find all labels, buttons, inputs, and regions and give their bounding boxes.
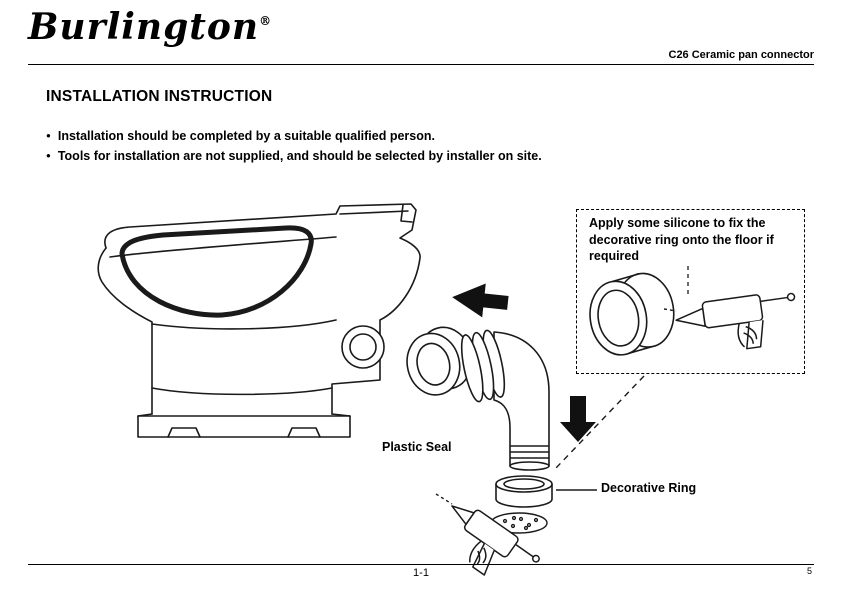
page-title: INSTALLATION INSTRUCTION <box>46 88 273 105</box>
header-rule <box>28 64 814 65</box>
silicone-gun-illustration <box>675 292 796 350</box>
note-item: ● Tools for installation are not supplie… <box>46 146 542 166</box>
bullet-icon: ● <box>46 151 51 160</box>
bullet-icon: ● <box>46 131 51 140</box>
silicone-bead-dashes-floor <box>435 493 453 505</box>
brand-logo: Burlington® <box>28 6 272 48</box>
toilet-pan-illustration <box>97 203 421 438</box>
plastic-seal-illustration <box>406 326 473 396</box>
arrow-left-icon <box>452 283 509 318</box>
plastic-seal-label: Plastic Seal <box>382 440 452 454</box>
product-code: C26 Ceramic pan connector <box>668 49 815 61</box>
note-text: Tools for installation are not supplied,… <box>57 149 542 163</box>
footer-rule <box>28 564 814 565</box>
decorative-ring-illustration <box>495 475 553 508</box>
brand-name: Burlington <box>28 6 260 48</box>
note-text: Installation should be completed by a su… <box>57 129 435 143</box>
page-number: 1-1 <box>413 567 429 579</box>
pan-connector-illustration <box>460 329 550 471</box>
silicone-gun-floor-illustration <box>451 505 540 576</box>
note-item: ● Installation should be completed by a … <box>46 126 542 146</box>
callout-ring-illustration <box>589 272 675 356</box>
notes-list: ● Installation should be completed by a … <box>46 126 542 166</box>
corner-mark: 5 <box>806 566 812 576</box>
silicone-callout-box: Apply some silicone to fix the decorativ… <box>576 209 805 374</box>
arrow-down-icon <box>560 396 596 442</box>
decorative-ring-label: Decorative Ring <box>601 481 697 495</box>
silicone-bead-dashes <box>663 308 677 312</box>
silicone-callout-text: Apply some silicone to fix the decorativ… <box>589 216 774 263</box>
registered-trademark-icon: ® <box>259 14 273 28</box>
